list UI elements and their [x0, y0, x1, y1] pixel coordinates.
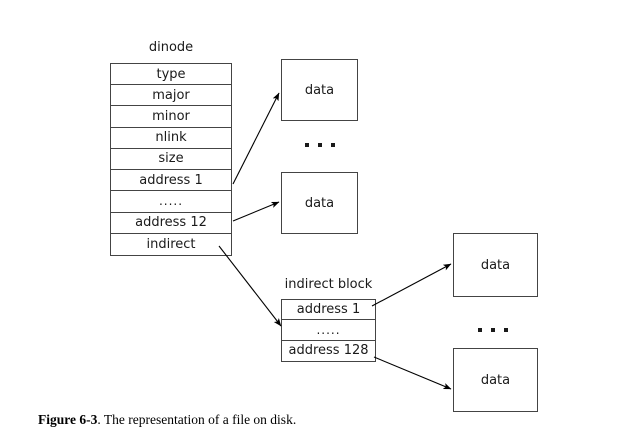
arrow-address1-to-data1 [232, 92, 280, 185]
data-block-indirect-1: data [453, 233, 538, 297]
indirect-block-label: indirect block [284, 277, 373, 292]
arrow-indirect-address1-to-data3 [371, 263, 452, 307]
ellipsis-indirect-data [478, 328, 508, 332]
dinode-label: dinode [148, 40, 194, 55]
dot-icon [504, 328, 508, 332]
data-block-direct-2: data [281, 172, 358, 234]
data-block-label: data [304, 195, 335, 211]
dinode-row-9: indirect [111, 233, 231, 255]
ellipsis-direct-data [305, 143, 335, 147]
dot-icon [331, 143, 335, 147]
figure-caption-label: Figure 6-3 [38, 412, 98, 427]
dinode-row-3: minor [111, 106, 231, 128]
data-block-label: data [480, 372, 511, 388]
dot-icon [478, 328, 482, 332]
data-block-direct-1: data [281, 59, 358, 121]
dinode-row-4: nlink [111, 127, 231, 149]
dinode-row-7: ..... [111, 191, 231, 213]
arrow-indirect-address128-to-data4 [373, 356, 452, 390]
indirect-block-row-1: address 1 [282, 300, 375, 321]
indirect-block: address 1.....address 128 [281, 299, 376, 362]
arrow-address12-to-data2 [232, 201, 280, 222]
dinode-row-1: type [111, 64, 231, 86]
data-block-label: data [480, 257, 511, 273]
dot-icon [305, 143, 309, 147]
data-block-label: data [304, 82, 335, 98]
dinode-row-5: size [111, 148, 231, 171]
indirect-block-row-2: ..... [282, 320, 375, 341]
dinode-row-6: address 1 [111, 170, 231, 192]
dinode-row-2: major [111, 85, 231, 107]
arrow-indirect-to-indirect-block [218, 245, 282, 327]
figure-caption: Figure 6-3. The representation of a file… [38, 412, 296, 428]
indirect-block-row-3: address 128 [282, 340, 375, 361]
dot-icon [318, 143, 322, 147]
dinode-row-8: address 12 [111, 212, 231, 234]
figure-caption-text: . The representation of a file on disk. [97, 412, 297, 427]
dot-icon [491, 328, 495, 332]
data-block-indirect-2: data [453, 348, 538, 412]
